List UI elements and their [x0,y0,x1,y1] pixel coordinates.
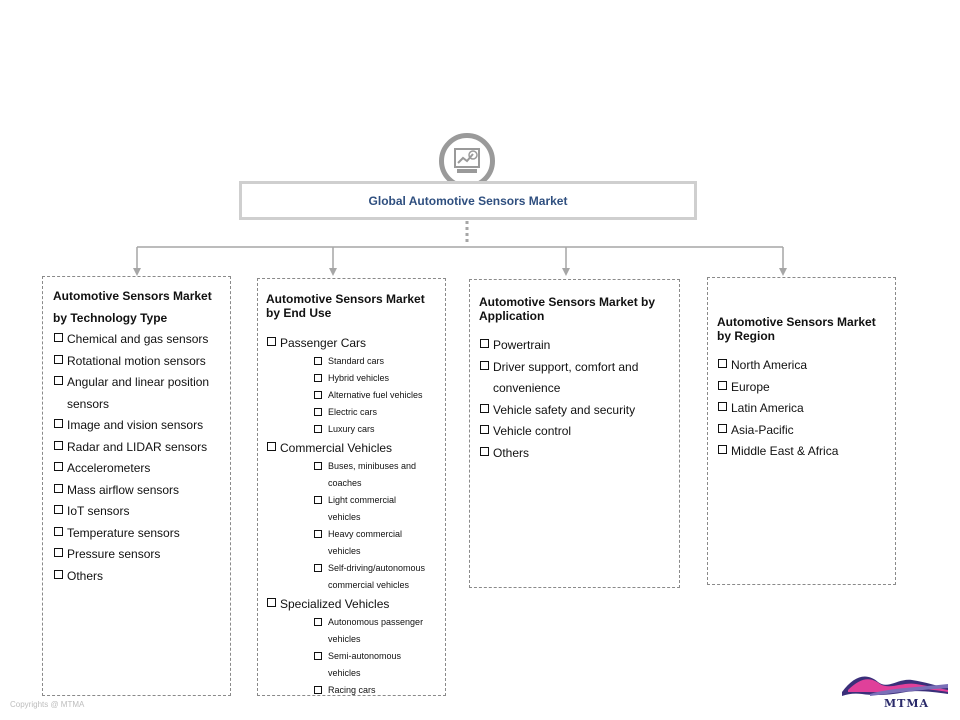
list-item: IoT sensors [53,501,221,523]
list-item: Middle East & Africa [717,441,886,463]
column-title: Automotive Sensors Market by Region [717,315,876,343]
sub-item: Heavy commercial vehicles [314,526,429,560]
list-item: Latin America [717,398,886,420]
list-item: Others [479,443,670,465]
end-use-group: Specialized Vehicles Autonomous passenge… [266,594,437,699]
sub-list: Standard cars Hybrid vehicles Alternativ… [314,353,429,438]
logo-text: MTMA [884,697,930,710]
sub-item: Light commercial vehicles [314,492,429,526]
list-item: Pressure sensors [53,544,221,566]
technology-type-column: Automotive Sensors Market by Technology … [42,276,231,696]
list-item: Mass airflow sensors [53,480,221,502]
list-item: Image and vision sensors [53,415,221,437]
sub-item: Self-driving/autonomous commercial vehic… [314,560,429,594]
root-title: Global Automotive Sensors Market [368,193,568,208]
region-list: North America Europe Latin America Asia-… [717,355,886,463]
mtma-logo-icon [842,676,948,696]
region-column: Automotive Sensors Market by Region Nort… [707,277,896,585]
end-use-list: Passenger Cars Standard cars Hybrid vehi… [266,333,437,699]
group-label: Commercial Vehicles [266,438,437,458]
list-item: Asia-Pacific [717,420,886,442]
sub-item: Standard cars [314,353,429,370]
column-title: Automotive Sensors Market by Application [479,295,656,323]
sub-item: Racing cars [314,682,429,699]
sub-item: Semi-autonomous vehicles [314,648,429,682]
end-use-group: Passenger Cars Standard cars Hybrid vehi… [266,333,437,438]
application-column: Automotive Sensors Market by Application… [469,279,680,588]
sub-item: Hybrid vehicles [314,370,429,387]
list-item: Vehicle safety and security [479,400,670,422]
sub-item: Buses, minibuses and coaches [314,458,429,492]
list-item: Rotational motion sensors [53,351,221,373]
copyright-text: Copyrights @ MTMA [10,700,85,709]
list-item: Radar and LIDAR sensors [53,437,221,459]
end-use-group: Commercial Vehicles Buses, minibuses and… [266,438,437,594]
list-item: Chemical and gas sensors [53,329,221,351]
column-title: Automotive Sensors Market by End Use [266,292,425,320]
application-list: Powertrain Driver support, comfort and c… [479,335,670,464]
technology-type-list: Chemical and gas sensors Rotational moti… [53,329,221,587]
column-title: Automotive Sensors Market by Technology … [53,289,212,325]
group-label: Specialized Vehicles [266,594,437,614]
list-item: Temperature sensors [53,523,221,545]
list-item: Angular and linear position sensors [53,372,221,415]
list-item: Powertrain [479,335,670,357]
sub-item: Luxury cars [314,421,429,438]
sub-item: Electric cars [314,404,429,421]
sub-item: Alternative fuel vehicles [314,387,429,404]
list-item: Others [53,566,221,588]
list-item: Vehicle control [479,421,670,443]
root-node: Global Automotive Sensors Market [239,181,697,220]
sub-list: Autonomous passenger vehicles Semi-auton… [314,614,429,699]
sub-item: Autonomous passenger vehicles [314,614,429,648]
group-label: Passenger Cars [266,333,437,353]
list-item: Driver support, comfort and convenience [479,357,670,400]
list-item: Europe [717,377,886,399]
list-item: North America [717,355,886,377]
end-use-column: Automotive Sensors Market by End Use Pas… [257,278,446,696]
sub-list: Buses, minibuses and coaches Light comme… [314,458,429,594]
list-item: Accelerometers [53,458,221,480]
